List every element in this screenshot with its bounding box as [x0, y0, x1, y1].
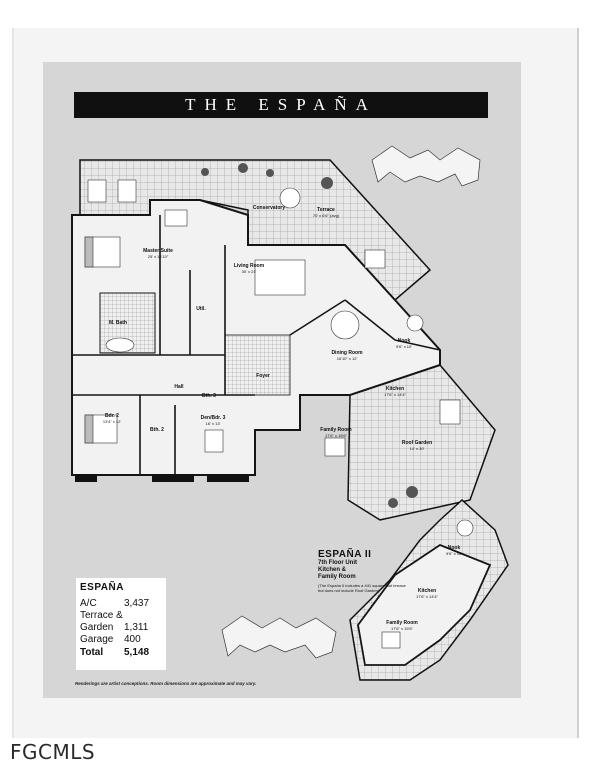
- espana-ii-subtitle-3: Family Room: [318, 574, 356, 580]
- mls-watermark: FGCMLS: [10, 740, 96, 764]
- room-label-bath-2: Bth. 2: [150, 427, 164, 433]
- room-label-bath-3: Bth. 3: [202, 393, 216, 399]
- disclaimer-footnote: Renderings are artist conceptions. Room …: [75, 681, 257, 686]
- espana-ii-subtitle-2: Kitchen &: [318, 567, 347, 573]
- espana-ii-plan: [349, 498, 509, 681]
- summary-title: ESPAÑA: [80, 582, 124, 593]
- espana-ii-title: ESPAÑA II: [318, 549, 372, 560]
- room-label-foyer: Foyer: [256, 373, 270, 379]
- espana-ii-subtitle-1: 7th Floor Unit: [318, 560, 357, 566]
- plants: [201, 163, 418, 508]
- room-label-utility: Util.: [196, 306, 206, 312]
- partitions: [72, 215, 441, 475]
- furniture: [84, 179, 461, 457]
- garage-doors: [75, 474, 249, 482]
- room-label-hall: Hall: [174, 384, 184, 390]
- espana-ii-note: (The Espaňa II includes a 441 square foo…: [318, 583, 406, 593]
- sheet-edge: [12, 28, 14, 738]
- room-label-conservatory: Conservatory: [252, 205, 286, 211]
- summary-row-terrace: Terrace &: [80, 610, 123, 621]
- room-label-master-bath: M. Bath: [108, 320, 128, 326]
- espana-ii-description: ESPAÑA II 7th Floor Unit Kitchen & Famil…: [318, 549, 408, 593]
- foyer-floor: [224, 334, 291, 396]
- brochure-title: THE ESPAÑA: [74, 92, 488, 118]
- key-plan-top: [371, 145, 481, 187]
- key-plan-bottom: [221, 615, 337, 659]
